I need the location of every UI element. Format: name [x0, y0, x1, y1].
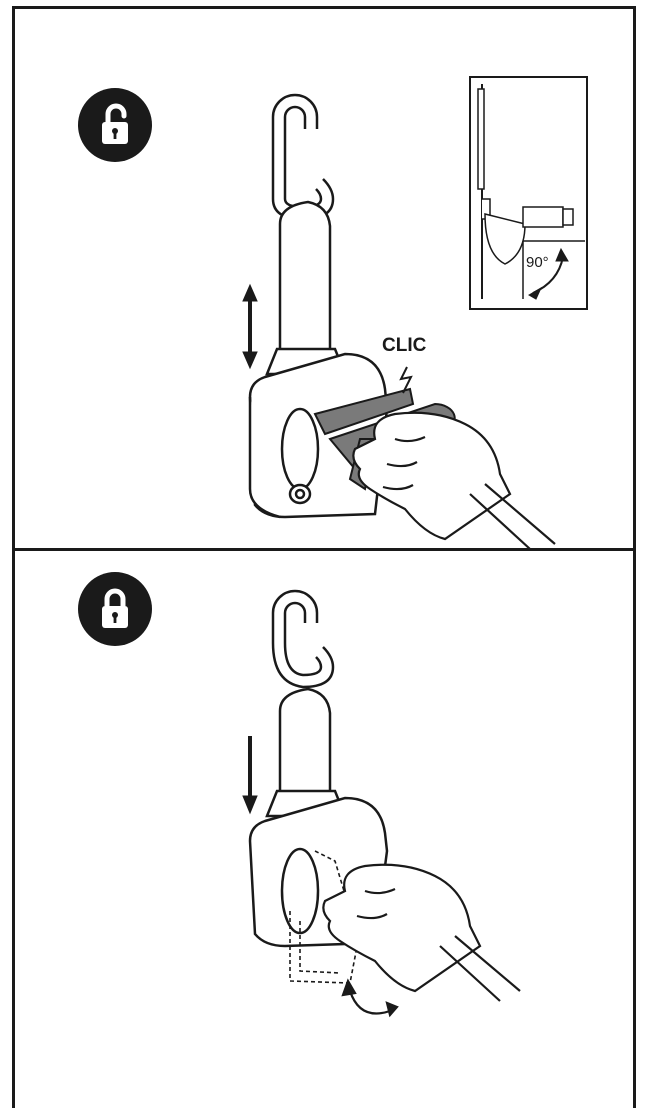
s-hook	[273, 591, 333, 687]
strap	[267, 202, 345, 374]
angle-label: 90°	[526, 254, 549, 271]
step-lock-panel	[12, 548, 636, 1108]
step-unlock-panel: CLIC	[12, 6, 636, 551]
gloved-hand	[353, 413, 555, 549]
gloved-hand	[323, 865, 520, 1001]
locked-device-illustration	[15, 551, 635, 1091]
rotate-arrow-icon	[343, 981, 397, 1015]
anchor-device-illustration	[15, 9, 635, 549]
strap	[267, 689, 345, 816]
down-arrow-icon	[243, 736, 257, 813]
up-down-arrow-icon	[243, 285, 257, 368]
s-hook	[273, 95, 333, 219]
angle-inset	[470, 77, 587, 309]
